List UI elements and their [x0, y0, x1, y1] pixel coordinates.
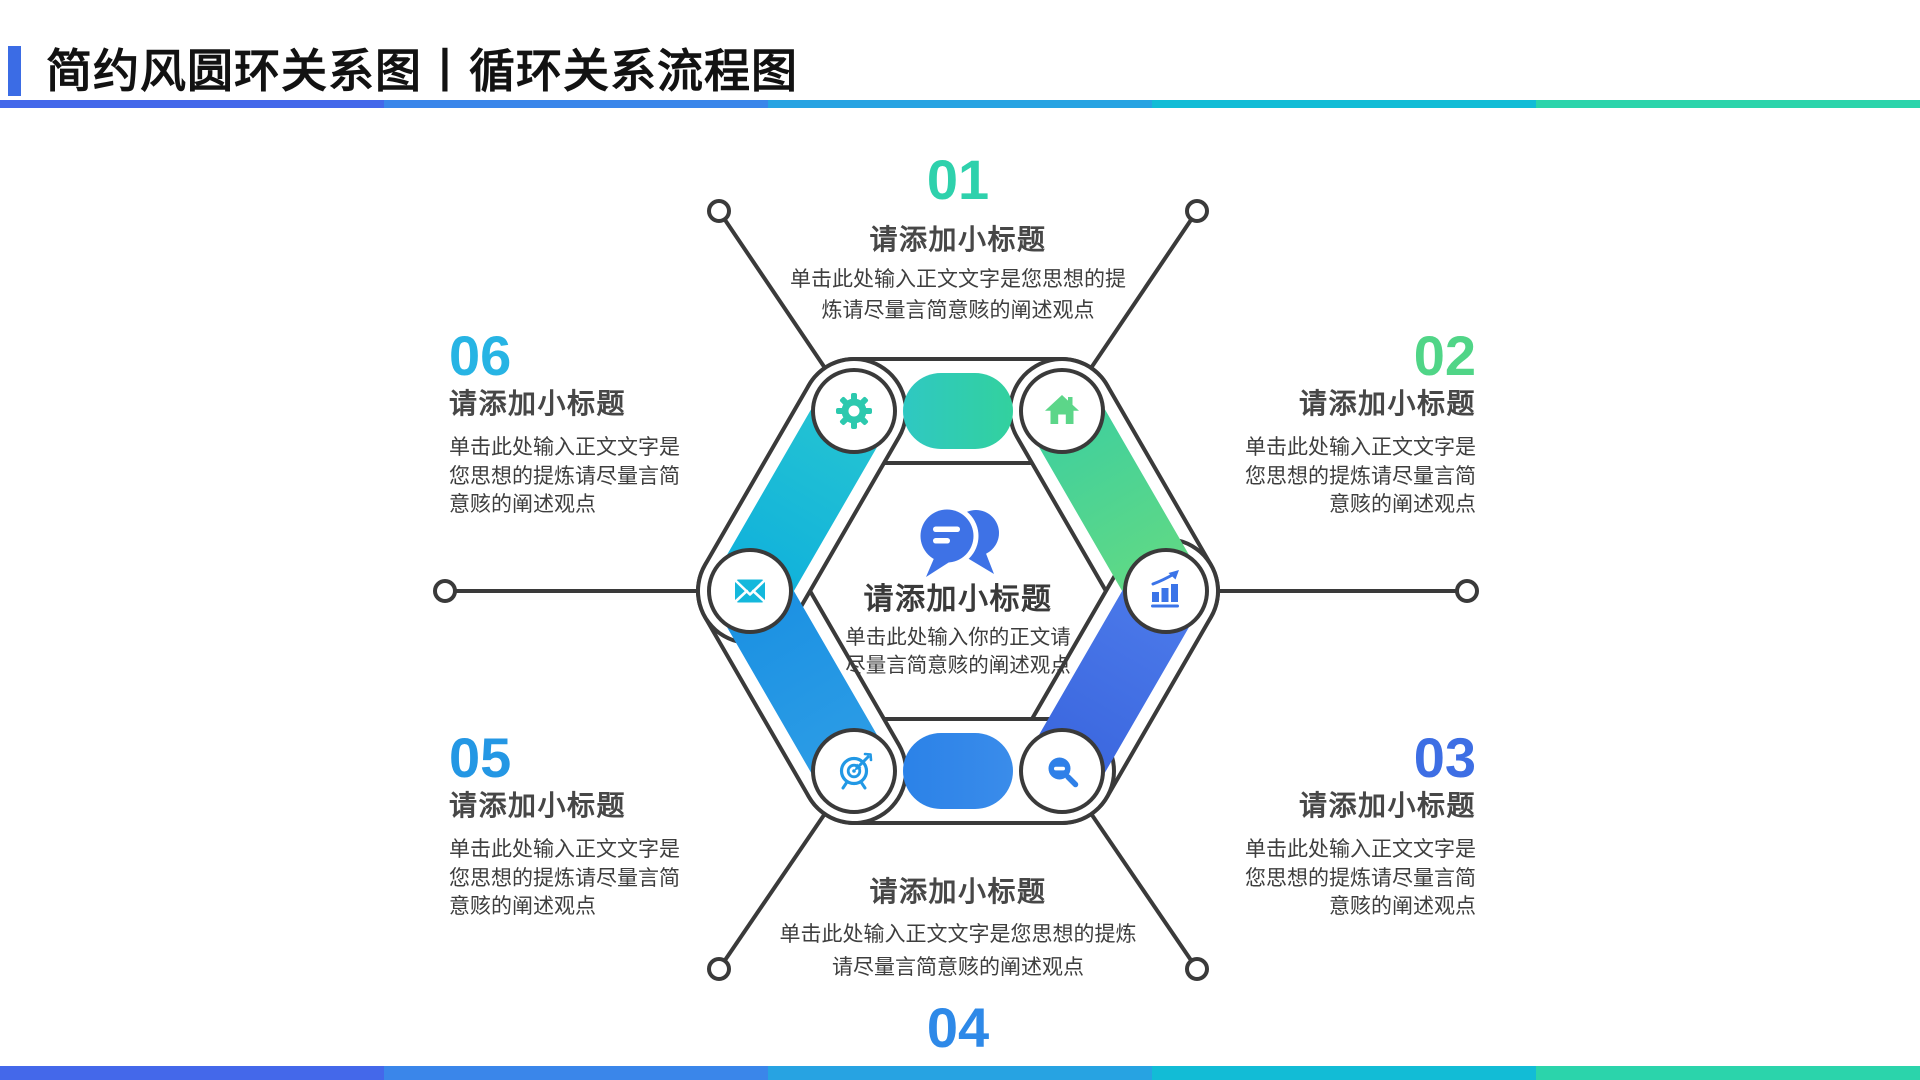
- body-line: 您思想的提炼请尽量言简: [449, 866, 680, 890]
- house-icon: [1045, 395, 1079, 424]
- center-subtitle: 请添加小标题: [863, 583, 1053, 616]
- section-number: 03: [1413, 726, 1476, 789]
- section-subtitle: 请添加小标题: [449, 790, 627, 821]
- center-body: 单击此处输入你的正文请 尽量言简意赅的阐述观点: [758, 624, 1158, 680]
- page-title: 简约风圆环关系图丨循环关系流程图: [46, 45, 798, 97]
- section-02: 02 请添加小标题 单击此处输入正文文字是 您思想的提炼请尽量言简 意赅的阐述观…: [1014, 326, 1476, 520]
- title-accent-bar: [8, 46, 21, 96]
- section-number: 06: [449, 324, 512, 387]
- vertex-circles: [707, 368, 1209, 814]
- envelope-icon: [734, 579, 766, 603]
- body-line: 意赅的阐述观点: [1329, 895, 1476, 918]
- bottom-gradient-divider: [0, 1066, 1920, 1080]
- section-number: 01: [926, 148, 990, 211]
- section-number: 02: [1413, 324, 1476, 387]
- section-number: 05: [449, 726, 512, 789]
- trend-chart-icon: [1151, 570, 1179, 608]
- body-line: 单击此处输入正文文字是您思想的提: [790, 268, 1126, 291]
- section-subtitle: 请添加小标题: [449, 388, 627, 419]
- connector-endpoint: [707, 957, 731, 981]
- section-number: 04: [926, 996, 990, 1059]
- section-body: 单击此处输入正文文字是您思想的提炼 请尽量言简意赅的阐述观点: [658, 918, 1258, 984]
- section-subtitle: 请添加小标题: [869, 876, 1047, 907]
- gear-icon: [836, 393, 872, 429]
- body-line: 请尽量言简意赅的阐述观点: [832, 956, 1084, 979]
- connector-endpoint: [1455, 579, 1479, 603]
- section-04: 请添加小标题 单击此处输入正文文字是您思想的提炼 请尽量言简意赅的阐述观点 04: [658, 874, 1258, 1058]
- section-body: 单击此处输入正文文字是 您思想的提炼请尽量言简 意赅的阐述观点: [1014, 836, 1476, 922]
- magnifier-icon: [1048, 757, 1079, 788]
- section-body: 单击此处输入正文文字是 您思想的提炼请尽量言简 意赅的阐述观点: [449, 434, 911, 520]
- connector-endpoint: [707, 199, 731, 223]
- body-line: 您思想的提炼请尽量言简: [449, 464, 680, 488]
- body-line: 意赅的阐述观点: [449, 895, 596, 918]
- body-line: 炼请尽量言简意赅的阐述观点: [821, 299, 1095, 322]
- top-gradient-divider: [0, 100, 1920, 108]
- section-subtitle: 请添加小标题: [1298, 790, 1476, 821]
- chat-bubbles-icon: [915, 504, 999, 582]
- body-line: 单击此处输入你的正文请: [845, 626, 1071, 649]
- connector-endpoint: [433, 579, 457, 603]
- body-line: 单击此处输入正文文字是: [449, 436, 680, 459]
- body-line: 您思想的提炼请尽量言简: [1245, 464, 1476, 488]
- section-06: 06 请添加小标题 单击此处输入正文文字是 您思想的提炼请尽量言简 意赅的阐述观…: [449, 326, 911, 520]
- connector-endpoint: [1185, 957, 1209, 981]
- body-line: 意赅的阐述观点: [449, 493, 596, 516]
- section-body: 单击此处输入正文文字是 您思想的提炼请尽量言简 意赅的阐述观点: [1014, 434, 1476, 520]
- body-line: 意赅的阐述观点: [1329, 493, 1476, 516]
- body-line: 单击此处输入正文文字是: [449, 838, 680, 861]
- connector-endpoints: [433, 199, 1479, 981]
- section-05: 05 请添加小标题 单击此处输入正文文字是 您思想的提炼请尽量言简 意赅的阐述观…: [449, 728, 911, 922]
- body-line: 您思想的提炼请尽量言简: [1245, 866, 1476, 890]
- body-line: 单击此处输入正文文字是: [1245, 838, 1476, 861]
- section-03: 03 请添加小标题 单击此处输入正文文字是 您思想的提炼请尽量言简 意赅的阐述观…: [1014, 728, 1476, 922]
- body-line: 单击此处输入正文文字是: [1245, 436, 1476, 459]
- body-line: 尽量言简意赅的阐述观点: [845, 654, 1071, 677]
- section-body: 单击此处输入正文文字是您思想的提 炼请尽量言简意赅的阐述观点: [658, 264, 1258, 326]
- connector-endpoint: [1185, 199, 1209, 223]
- section-subtitle: 请添加小标题: [1298, 388, 1476, 419]
- section-subtitle: 请添加小标题: [869, 224, 1047, 255]
- body-line: 单击此处输入正文文字是您思想的提炼: [779, 923, 1137, 946]
- target-icon: [839, 752, 873, 790]
- section-01: 01 请添加小标题 单击此处输入正文文字是您思想的提 炼请尽量言简意赅的阐述观点: [658, 150, 1258, 326]
- section-body: 单击此处输入正文文字是 您思想的提炼请尽量言简 意赅的阐述观点: [449, 836, 911, 922]
